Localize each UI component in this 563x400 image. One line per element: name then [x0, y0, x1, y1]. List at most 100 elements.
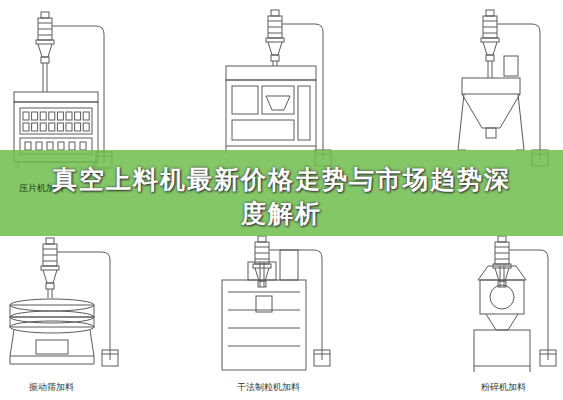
punch — [75, 123, 81, 131]
granulator-feeder — [280, 250, 298, 280]
panel-key — [80, 142, 86, 150]
punch — [32, 112, 38, 120]
crusher-feet — [474, 366, 530, 372]
filter-band — [495, 259, 509, 260]
discharge-pipe — [43, 63, 47, 92]
feeder-motor — [41, 12, 49, 18]
suction-hose — [52, 26, 112, 168]
punch — [23, 123, 29, 131]
suction-lance — [110, 346, 111, 360]
filter-band — [483, 21, 497, 22]
discharge-pipe — [48, 289, 52, 298]
panel-key — [69, 142, 75, 150]
filter-band — [43, 261, 57, 262]
hose-line — [282, 24, 323, 146]
vacuum-feeder — [266, 10, 284, 66]
suction-hose — [57, 252, 118, 366]
filter-cylinder — [483, 16, 497, 38]
panel-key — [36, 142, 42, 150]
discharge-valve — [41, 57, 49, 63]
body-panel-line — [228, 328, 300, 329]
granulator-hopper — [248, 262, 276, 280]
feeder-cone — [255, 268, 269, 281]
hose-line — [52, 26, 104, 148]
crusher-stand — [474, 330, 530, 366]
suction-lance — [548, 346, 549, 360]
machine-column — [298, 86, 310, 140]
suction-hose — [509, 250, 556, 366]
feeder-flange — [41, 266, 59, 270]
sieve-foot — [10, 356, 94, 364]
feeder-motor — [46, 238, 54, 244]
machine-hopper — [266, 96, 290, 110]
process-machine — [226, 66, 316, 154]
vacuum-feeder — [493, 236, 511, 287]
sieve-frame — [10, 317, 94, 327]
filter-band — [255, 253, 269, 254]
feeder-motor — [486, 10, 494, 16]
machine-frame — [226, 80, 316, 146]
body-panel-line — [228, 310, 300, 311]
sieve-base — [10, 330, 94, 356]
filter-cylinder — [38, 18, 52, 40]
machine-caption: 振动筛加料 — [28, 381, 75, 394]
feeder-motor — [258, 236, 266, 242]
mixer-cone — [462, 94, 520, 128]
discharge-pipe — [273, 61, 277, 66]
mixer-legs — [458, 94, 524, 150]
filter-cylinder — [495, 242, 509, 264]
punch — [83, 112, 89, 120]
punch — [57, 112, 63, 120]
machine-caption: 粉碎机加料 — [480, 381, 527, 394]
feeder-flange — [36, 40, 54, 44]
filter-band — [268, 27, 282, 28]
machine-base — [232, 120, 294, 140]
machine-caption: 干法制粒机加料 — [236, 381, 301, 394]
punch — [40, 112, 46, 120]
discharge-valve — [271, 55, 279, 61]
punch — [23, 112, 29, 120]
filter-band — [495, 253, 509, 254]
punch — [66, 112, 72, 120]
crusher-outlet — [486, 314, 518, 330]
vacuum-feeder — [41, 238, 59, 298]
discharge-valve — [46, 283, 54, 289]
press-window — [20, 108, 92, 134]
suction-hose — [282, 24, 331, 166]
feeder-flange — [481, 38, 499, 42]
feeder-cone — [495, 268, 509, 281]
sieve-motor — [36, 340, 68, 354]
panel-key — [47, 142, 53, 150]
punch — [32, 123, 38, 131]
crusher — [474, 266, 530, 372]
vacuum-feeder — [481, 10, 499, 78]
feeder-cone — [268, 42, 282, 55]
roller-window — [256, 296, 272, 312]
feeder-flange — [253, 264, 271, 268]
press-top — [14, 92, 98, 102]
crusher-chamber — [480, 280, 524, 314]
punch — [83, 123, 89, 131]
discharge-valve — [498, 281, 506, 287]
filter-band — [495, 247, 509, 248]
dry-granulator — [222, 250, 306, 370]
discharge-pipe — [260, 262, 264, 287]
feeder-motor — [498, 236, 506, 242]
filter-band — [483, 33, 497, 34]
punch — [75, 112, 81, 120]
filter-band — [255, 247, 269, 248]
machine-hopper-box — [262, 86, 294, 114]
vacuum-feeder — [36, 12, 54, 92]
discharge-pipe — [488, 61, 492, 78]
panel-key — [25, 142, 31, 150]
punch — [49, 123, 55, 131]
hose-line — [497, 24, 540, 146]
filter-band — [38, 35, 52, 36]
suction-lance — [322, 346, 323, 360]
suction-hose — [497, 24, 548, 166]
hose-line — [509, 250, 548, 346]
feeder-cone — [43, 270, 57, 283]
punch — [57, 123, 63, 131]
discharge-valve — [258, 281, 266, 287]
